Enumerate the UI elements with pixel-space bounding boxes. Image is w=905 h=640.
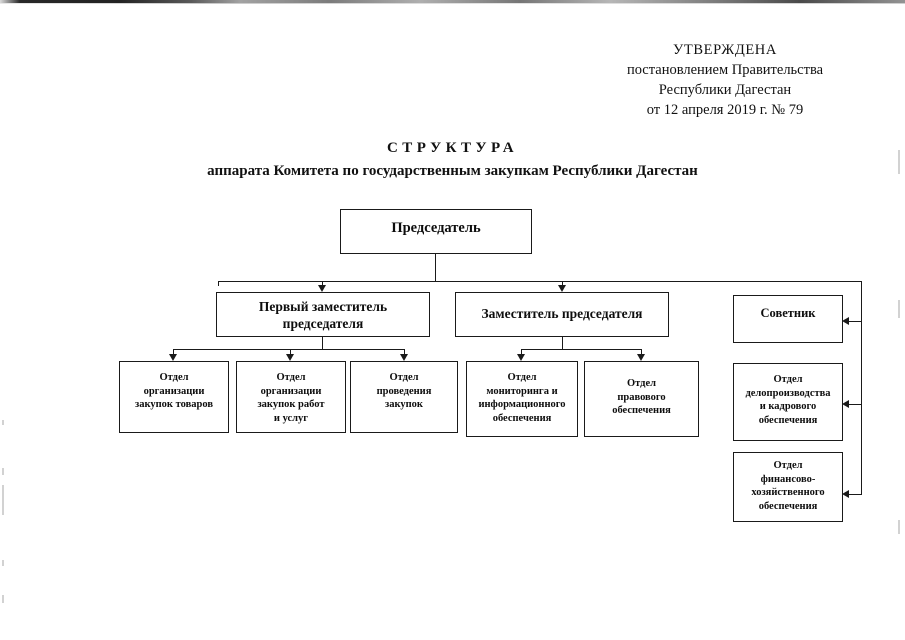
org-node-records-hr-department-label-line1: Отдел: [773, 374, 803, 385]
arrow-down-icon-works: [286, 354, 294, 361]
connector-drop-legal: [641, 349, 643, 356]
org-node-works-services-procurement-department[interactable]: Отдел организации закупок работ и услуг: [236, 361, 346, 433]
page-title: СТРУКТУРА: [386, 140, 519, 156]
connector-records-branch: [848, 404, 862, 406]
org-node-deputy-chairman-label: Заместитель председателя: [481, 306, 643, 321]
connector-deputy-bus: [521, 349, 642, 351]
org-node-procurement-conduct-department[interactable]: Отдел проведения закупок: [350, 361, 458, 433]
scan-speck: [898, 300, 900, 318]
connector-right-spine: [861, 281, 863, 495]
org-node-legal-support-department[interactable]: Отдел правового обеспечения: [584, 361, 699, 437]
org-node-works-services-procurement-department-label-line1: Отдел: [276, 372, 306, 383]
arrow-down-icon-legal: [637, 354, 645, 361]
org-node-financial-economic-department-label-line2: финансово-: [760, 473, 816, 485]
org-node-monitoring-information-department-label-line2: мониторинга и: [486, 385, 558, 397]
approval-line-3: Республики Дагестан: [658, 82, 792, 98]
arrow-down-icon-first-deputy: [318, 285, 326, 292]
connector-drop-works: [290, 349, 292, 356]
arrow-down-icon-conduct: [400, 354, 408, 361]
document-title: СТРУКТУРА аппарата Комитета по государст…: [0, 138, 905, 182]
org-node-works-services-procurement-department-label-line2: организации: [260, 385, 322, 397]
arrow-left-icon-advisor: [842, 317, 849, 325]
org-node-chairman-label: Председатель: [391, 220, 481, 236]
org-node-records-hr-department-label-line4: обеспечения: [758, 414, 818, 426]
org-node-goods-procurement-department-label-line2: организации: [143, 385, 205, 397]
scan-speck: [2, 468, 4, 475]
connector-chairman-stem: [435, 254, 437, 281]
org-node-legal-support-department-label-line2: правового: [617, 391, 666, 403]
org-node-procurement-conduct-department-label-line3: закупок: [385, 399, 423, 410]
scan-speck: [2, 560, 4, 566]
scan-speck: [898, 150, 900, 174]
arrow-left-icon-finance: [842, 490, 849, 498]
org-node-first-deputy-chairman-label-line2: председателя: [282, 316, 364, 331]
scan-speck: [2, 485, 4, 515]
page-subtitle: аппарата Комитета по государственным зак…: [207, 163, 698, 179]
org-node-legal-support-department-label-line3: обеспечения: [612, 405, 671, 416]
org-node-goods-procurement-department-label-line1: Отдел: [159, 372, 189, 383]
arrow-down-icon-goods: [169, 354, 177, 361]
approval-line-1: УТВЕРЖДЕНА: [673, 42, 777, 58]
org-node-advisor[interactable]: Советник: [733, 295, 843, 343]
org-node-first-deputy-chairman-label-line1: Первый заместитель: [258, 299, 388, 314]
org-node-financial-economic-department[interactable]: Отдел финансово- хозяйственного обеспече…: [733, 452, 843, 522]
scan-edge-artifact-secondary: [0, 3, 905, 4]
connector-first-deputy-stem: [322, 337, 324, 349]
org-node-works-services-procurement-department-label-line4: и услуг: [273, 412, 309, 424]
scan-speck: [898, 520, 900, 534]
connector-bus-left-end: [218, 281, 220, 286]
org-node-deputy-chairman[interactable]: Заместитель председателя: [455, 292, 669, 337]
scan-edge-artifact: [0, 0, 905, 3]
approval-block: УТВЕРЖДЕНА постановлением Правительства …: [565, 40, 885, 120]
org-node-records-hr-department[interactable]: Отдел делопроизводства и кадрового обесп…: [733, 363, 843, 441]
approval-line-4: от 12 апреля 2019 г. № 79: [646, 102, 804, 118]
org-node-goods-procurement-department-label-line3: закупок товаров: [134, 399, 214, 410]
org-node-monitoring-information-department-label-line3: информационного: [478, 399, 566, 410]
arrow-down-icon-monitoring: [517, 354, 525, 361]
connector-drop-goods: [173, 349, 175, 356]
scan-speck: [2, 420, 4, 425]
connector-finance-branch: [848, 494, 862, 496]
org-node-records-hr-department-label-line3: и кадрового: [759, 401, 817, 412]
org-node-works-services-procurement-department-label-line3: закупок работ: [257, 399, 325, 410]
connector-deputy-stem: [562, 337, 564, 349]
org-node-goods-procurement-department[interactable]: Отдел организации закупок товаров: [119, 361, 229, 433]
org-node-financial-economic-department-label-line4: обеспечения: [758, 500, 818, 512]
connector-first-deputy-bus: [173, 349, 404, 351]
connector-drop-monitoring: [521, 349, 523, 356]
connector-drop-first-deputy: [322, 281, 324, 286]
approval-line-2: постановлением Правительства: [626, 62, 824, 78]
org-node-procurement-conduct-department-label-line1: Отдел: [389, 372, 419, 383]
org-node-monitoring-information-department-label-line1: Отдел: [507, 372, 537, 383]
arrow-left-icon-records: [842, 400, 849, 408]
org-node-procurement-conduct-department-label-line2: проведения: [376, 385, 432, 397]
org-node-legal-support-department-label-line1: Отдел: [626, 378, 657, 389]
org-node-monitoring-information-department-label-line4: обеспечения: [492, 412, 552, 424]
org-node-chairman[interactable]: Председатель: [340, 209, 532, 254]
scan-speck: [2, 595, 4, 603]
connector-drop-deputy: [562, 281, 564, 286]
org-node-advisor-label: Советник: [760, 306, 816, 320]
connector-advisor-branch: [848, 321, 862, 323]
org-node-financial-economic-department-label-line3: хозяйственного: [751, 487, 825, 498]
connector-chairman-bus: [218, 281, 862, 283]
org-node-records-hr-department-label-line2: делопроизводства: [745, 387, 831, 399]
org-node-first-deputy-chairman[interactable]: Первый заместитель председателя: [216, 292, 430, 337]
arrow-down-icon-deputy: [558, 285, 566, 292]
org-node-financial-economic-department-label-line1: Отдел: [773, 460, 803, 471]
org-node-monitoring-information-department[interactable]: Отдел мониторинга и информационного обес…: [466, 361, 578, 437]
connector-drop-conduct: [404, 349, 406, 356]
